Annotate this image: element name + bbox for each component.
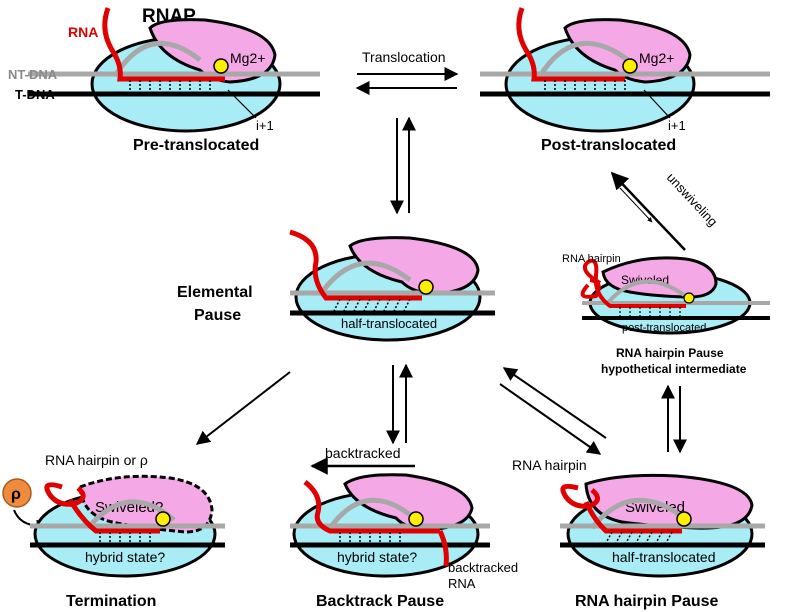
rna-hairpin-loop: [580, 278, 601, 299]
hybrid-state-q-label: hybrid state?: [337, 549, 417, 565]
mg-ion: [676, 511, 692, 527]
clamp-domain: [584, 473, 754, 530]
backtracked-label: backtracked: [325, 445, 400, 461]
rna-dna-hybrid: [544, 80, 626, 92]
mg-ion: [408, 511, 424, 527]
rna-dna-hybrid: [99, 532, 151, 543]
backtrack-pause-complex: backtracked hybrid state? backtracked RN…: [290, 445, 518, 610]
rna-strand: [583, 500, 682, 534]
clamp-domain: [343, 473, 474, 532]
i-plus-1-pointer: [227, 89, 257, 119]
nt-dna-bubble: [537, 40, 630, 78]
state-title-hairpin-intermediate-2: hypothetical intermediate: [601, 362, 747, 376]
mg-label: Mg2+: [230, 50, 265, 66]
rna-strand: [67, 498, 160, 534]
mg-ion: [155, 511, 171, 527]
rna-hairpin-loop: [560, 483, 600, 509]
pre-elemental-arrows: [390, 116, 416, 215]
mg-ion: [683, 292, 695, 304]
state-title-termination: Termination: [66, 593, 156, 610]
post-translocated-complex: Mg2+ i+1 Post-translocated: [480, 7, 770, 154]
mg-ion: [622, 58, 638, 74]
nt-dna-bubble: [604, 279, 686, 307]
state-title-elemental-1: Elemental: [177, 284, 253, 301]
rna-hairpin-loop: [44, 482, 86, 507]
state-title-backtrack-pause: Backtrack Pause: [316, 593, 444, 610]
i-plus-1-label: i+1: [668, 118, 686, 133]
rna-strand: [303, 480, 440, 534]
rna-hairpin-label: RNA hairpin: [512, 457, 587, 473]
mg-ion: [418, 279, 434, 295]
rna-strand: [583, 258, 686, 308]
nt-dna-label: NT-DNA: [8, 67, 58, 82]
elemental-pause-complex: half-translocated Elemental Pause: [177, 229, 495, 342]
mg-ion: [213, 58, 229, 74]
nt-dna-bubble: [590, 497, 686, 530]
t-dna-label: T-DNA: [15, 87, 55, 102]
i-plus-1-pointer: [643, 89, 671, 119]
state-title-rna-hairpin-pause: RNA hairpin Pause: [575, 593, 719, 610]
backtracked-rna-label-2: RNA: [448, 576, 476, 591]
rna-strand: [102, 7, 225, 82]
termination-complex: ρ RNA hairpin or ρ Swiveled? hybrid stat…: [2, 452, 225, 610]
rna-hairpin-label: RNA hairpin: [562, 253, 621, 265]
mg-label: Mg2+: [639, 50, 674, 66]
termination-annotation: RNA hairpin or ρ: [45, 452, 148, 468]
hairpin-intermediate-complex: Swiveled RNA hairpin post-translocated R…: [562, 253, 770, 376]
i-plus-1-label: i+1: [256, 118, 274, 133]
rho-symbol: ρ: [11, 486, 21, 503]
nt-dna-bubble: [112, 40, 202, 78]
backtracked-rna-label-1: backtracked: [448, 560, 518, 575]
rna-dna-hybrid: [339, 532, 401, 543]
pre-translocated-complex: RNAP Mg2+ RNA NT-DNA T-DNA i+1 Pre-trans…: [8, 6, 320, 154]
rna-dna-hybrid: [619, 307, 681, 316]
half-translocated-label: half-translocated: [612, 549, 716, 565]
half-translocated-label: half-translocated: [341, 316, 437, 331]
hybrid-state-q-label: hybrid state?: [85, 549, 165, 565]
post-translocated-label: post-translocated: [622, 322, 706, 334]
translocation-label: Translocation: [362, 49, 446, 65]
state-title-hairpin-intermediate-1: RNA hairpin Pause: [616, 346, 724, 360]
nt-dna-bubble: [327, 497, 416, 530]
rna-dna-hybrid: [129, 80, 211, 92]
state-title-pre-translocated: Pre-translocated: [133, 137, 259, 154]
clamp-domain: [348, 236, 480, 296]
rho-factor: [2, 478, 32, 508]
backtracked-rna-strand: [437, 529, 449, 567]
translocation-arrows: Translocation: [355, 49, 459, 95]
nt-dna-bubble: [317, 260, 412, 297]
unswiveling-arrows: unswiveling: [610, 170, 721, 251]
rna-strand: [289, 229, 422, 301]
unswiveling-label: unswiveling: [664, 170, 721, 229]
rna-strand: [516, 7, 625, 82]
state-title-post-translocated: Post-translocated: [541, 137, 676, 154]
rna-label: RNA: [68, 24, 98, 40]
rna-hairpin-pause-complex: RNA hairpin Swiveled half-translocated R…: [512, 457, 765, 610]
lower-arrows: [195, 363, 687, 455]
swiveled-label: Swiveled: [625, 499, 685, 516]
state-title-elemental-2: Pause: [194, 307, 241, 324]
